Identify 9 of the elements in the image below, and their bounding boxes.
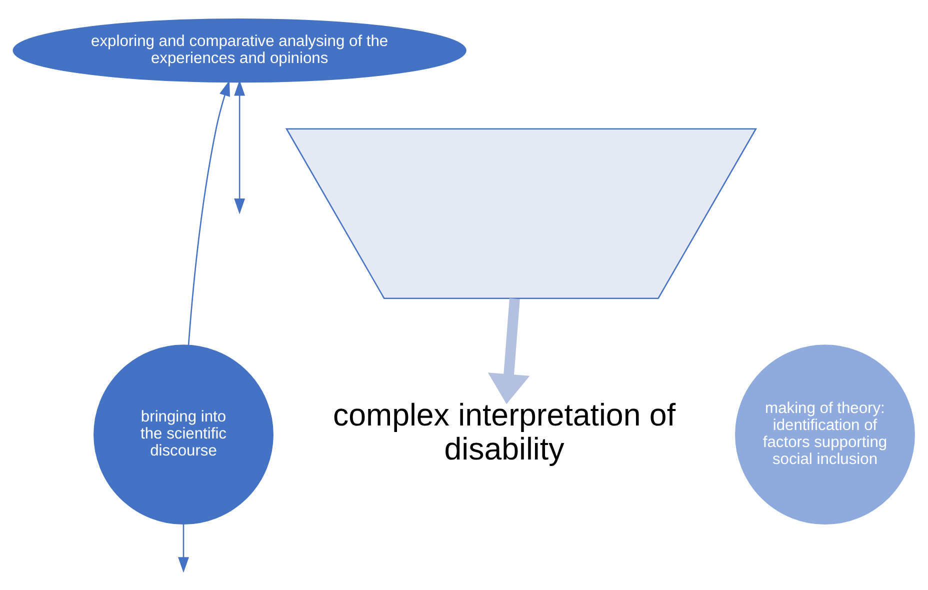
- arrow: [488, 298, 530, 404]
- node-circle: bringing into the scientific discourse: [94, 344, 274, 524]
- arrow: [188, 80, 230, 345]
- node-funnel: [285, 128, 758, 298]
- node-ellipse: exploring and comparative analysing of the experiences and opinions: [12, 18, 466, 82]
- arrow: [178, 524, 189, 572]
- arrow: [234, 80, 246, 214]
- node-text: complex interpretation of disability: [332, 397, 676, 466]
- node-circle: making of theory: identification of factors supporting social inclusion: [735, 344, 915, 524]
